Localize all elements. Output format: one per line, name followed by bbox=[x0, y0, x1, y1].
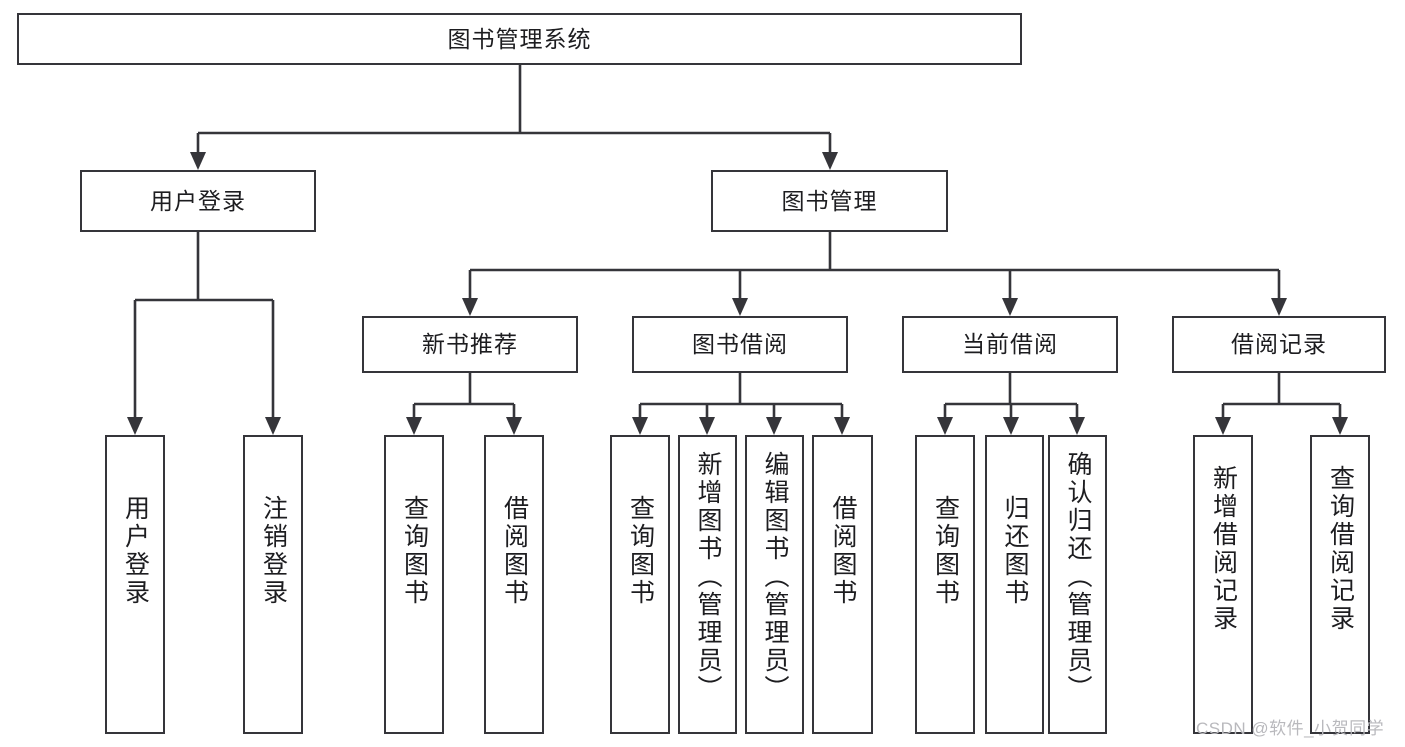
arrowhead-bb-leaf4 bbox=[834, 417, 850, 435]
csdn-watermark: CSDN @软件_小贺同学 bbox=[1196, 719, 1385, 738]
node-label: 图书管理 bbox=[781, 187, 878, 214]
arrowhead-nb-leaf1 bbox=[406, 417, 422, 435]
leaf-return-book[interactable]: 归还图书 bbox=[985, 435, 1044, 734]
node-book-management[interactable]: 图书管理 bbox=[711, 170, 948, 232]
arrowhead-bb-leaf1 bbox=[632, 417, 648, 435]
node-label: 注销登录 bbox=[259, 495, 288, 607]
arrowhead-user-login bbox=[190, 152, 206, 170]
node-borrow-record[interactable]: 借阅记录 bbox=[1172, 316, 1386, 373]
arrowhead-cb-leaf1 bbox=[937, 417, 953, 435]
node-new-book-recommend[interactable]: 新书推荐 bbox=[362, 316, 578, 373]
node-label: 确认归还（管理员） bbox=[1064, 451, 1092, 703]
leaf-user-login[interactable]: 用户登录 bbox=[105, 435, 165, 734]
node-label: 借阅图书 bbox=[500, 495, 529, 607]
leaf-query-book-borrow[interactable]: 查询图书 bbox=[610, 435, 670, 734]
node-label: 当前借阅 bbox=[962, 331, 1058, 358]
node-label: 图书借阅 bbox=[692, 331, 788, 358]
leaf-query-book-current[interactable]: 查询图书 bbox=[915, 435, 975, 734]
arrowhead-bb-leaf2 bbox=[699, 417, 715, 435]
node-user-login[interactable]: 用户登录 bbox=[80, 170, 316, 232]
node-label: 用户登录 bbox=[121, 495, 150, 607]
arrowhead-new-book-recommend bbox=[462, 298, 478, 316]
node-label: 图书管理系统 bbox=[447, 25, 592, 52]
leaf-query-borrow-record[interactable]: 查询借阅记录 bbox=[1310, 435, 1370, 734]
arrowhead-leaf-user-login bbox=[127, 417, 143, 435]
arrowhead-book-borrow bbox=[732, 298, 748, 316]
node-label: 新增借阅记录 bbox=[1209, 465, 1238, 633]
leaf-edit-book-admin[interactable]: 编辑图书（管理员） bbox=[745, 435, 804, 734]
leaf-add-borrow-record[interactable]: 新增借阅记录 bbox=[1193, 435, 1253, 734]
arrowhead-leaf-logout bbox=[265, 417, 281, 435]
node-book-borrow[interactable]: 图书借阅 bbox=[632, 316, 848, 373]
arrowhead-borrow-record bbox=[1271, 298, 1287, 316]
node-label: 借阅记录 bbox=[1231, 331, 1327, 358]
arrowhead-cb-leaf2 bbox=[1003, 417, 1019, 435]
arrowhead-br-leaf2 bbox=[1332, 417, 1348, 435]
node-root-book-management-system[interactable]: 图书管理系统 bbox=[17, 13, 1022, 65]
node-label: 新书推荐 bbox=[422, 331, 518, 358]
node-label: 编辑图书（管理员） bbox=[761, 451, 789, 703]
leaf-borrow-book[interactable]: 借阅图书 bbox=[812, 435, 873, 734]
node-label: 查询图书 bbox=[400, 495, 429, 607]
node-label: 查询借阅记录 bbox=[1326, 465, 1355, 633]
leaf-logout[interactable]: 注销登录 bbox=[243, 435, 303, 734]
arrowhead-cb-leaf3 bbox=[1069, 417, 1085, 435]
arrowhead-book-manage bbox=[822, 152, 838, 170]
leaf-query-book-recommend[interactable]: 查询图书 bbox=[384, 435, 444, 734]
node-label: 用户登录 bbox=[150, 187, 246, 214]
node-label: 借阅图书 bbox=[829, 495, 857, 607]
leaf-add-book-admin[interactable]: 新增图书（管理员） bbox=[678, 435, 737, 734]
node-label: 查询图书 bbox=[931, 495, 960, 607]
node-label: 查询图书 bbox=[626, 495, 655, 607]
leaf-confirm-return-admin[interactable]: 确认归还（管理员） bbox=[1048, 435, 1107, 734]
arrowhead-bb-leaf3 bbox=[766, 417, 782, 435]
node-label: 新增图书（管理员） bbox=[694, 451, 722, 703]
leaf-borrow-book-recommend[interactable]: 借阅图书 bbox=[484, 435, 544, 734]
arrowhead-nb-leaf2 bbox=[506, 417, 522, 435]
arrowhead-current-borrow bbox=[1002, 298, 1018, 316]
arrowhead-br-leaf1 bbox=[1215, 417, 1231, 435]
node-label: 归还图书 bbox=[1001, 495, 1029, 607]
node-current-borrow[interactable]: 当前借阅 bbox=[902, 316, 1118, 373]
